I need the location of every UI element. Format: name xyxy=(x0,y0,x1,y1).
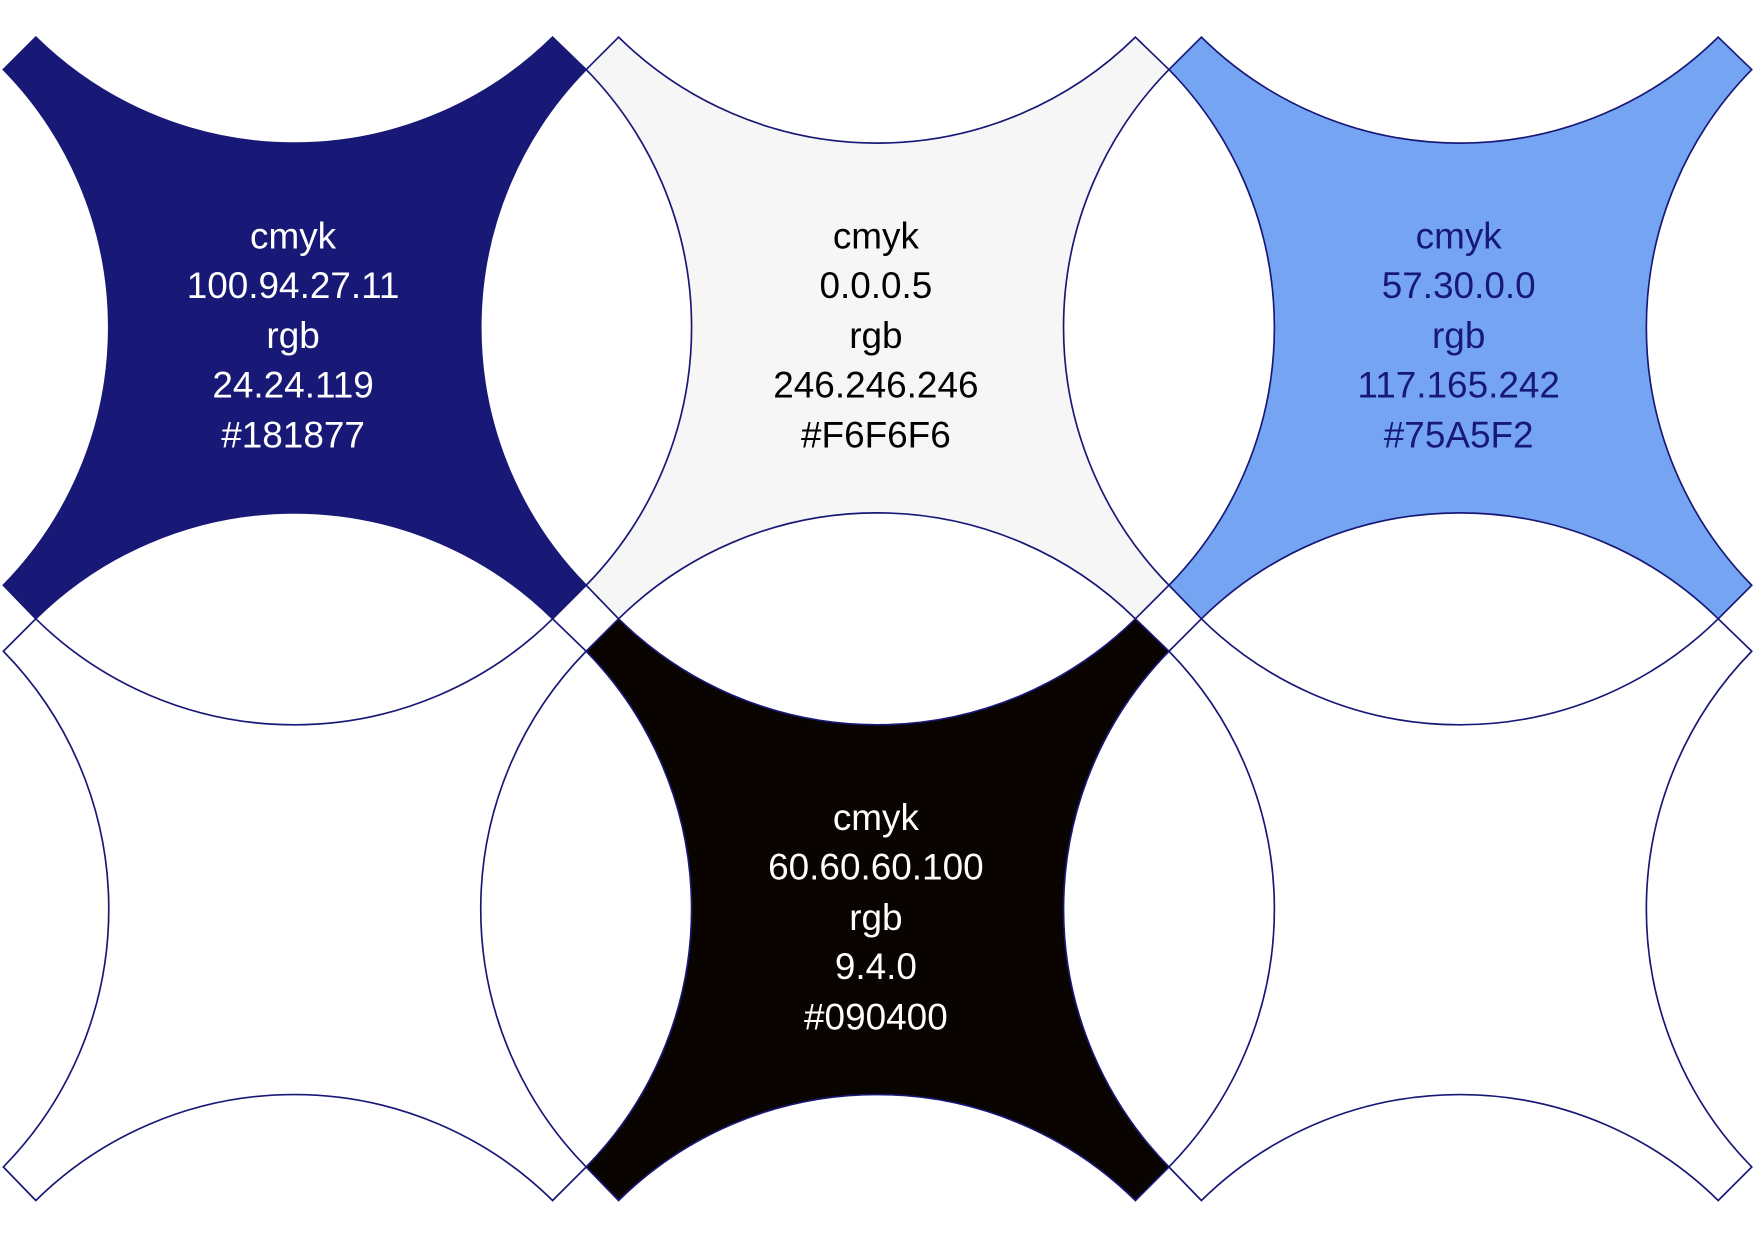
swatch-label: rgb xyxy=(1432,315,1485,356)
swatch-value: 60.60.60.100 xyxy=(768,846,984,887)
swatch-value: 9.4.0 xyxy=(835,946,917,987)
swatch-value: 57.30.0.0 xyxy=(1382,265,1536,306)
swatch-shape xyxy=(2,617,588,1202)
swatch-label: cmyk xyxy=(833,216,920,257)
swatch-label: rgb xyxy=(266,315,319,356)
swatch-value: #75A5F2 xyxy=(1384,415,1534,456)
swatch-label: rgb xyxy=(849,897,902,938)
color-swatch xyxy=(2,617,588,1202)
color-swatch: cmyk 100.94.27.11 rgb 24.24.119 #181877 xyxy=(2,35,588,621)
swatch-value: #090400 xyxy=(804,996,948,1037)
swatch-value: #F6F6F6 xyxy=(801,415,951,456)
swatch-label: cmyk xyxy=(250,216,337,257)
swatch-label: rgb xyxy=(849,315,902,356)
swatch-value: 100.94.27.11 xyxy=(187,265,400,306)
swatch-value: 24.24.119 xyxy=(212,364,373,405)
swatch-value: 0.0.0.5 xyxy=(819,265,932,306)
swatch-value: 246.246.246 xyxy=(773,364,978,405)
swatch-label: cmyk xyxy=(833,797,920,838)
swatch-value: 117.165.242 xyxy=(1357,364,1560,405)
color-swatch: cmyk 60.60.60.100 rgb 9.4.0 #090400 xyxy=(584,617,1171,1202)
swatch-value: #181877 xyxy=(221,415,365,456)
swatch-shape xyxy=(1167,617,1753,1202)
color-swatch: cmyk 57.30.0.0 rgb 117.165.242 #75A5F2 xyxy=(1167,35,1753,621)
color-swatch: cmyk 0.0.0.5 rgb 246.246.246 #F6F6F6 xyxy=(584,35,1171,621)
color-swatch xyxy=(1167,617,1753,1202)
swatch-shape xyxy=(1167,35,1753,621)
swatch-label: cmyk xyxy=(1416,216,1503,257)
